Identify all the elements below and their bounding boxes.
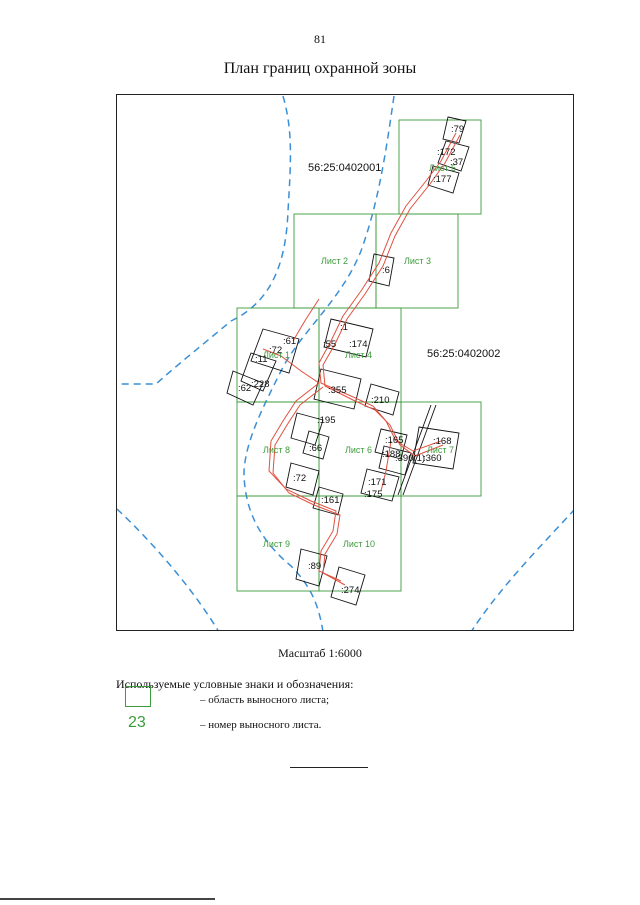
parcel-outline [312, 486, 344, 516]
sheet-label-6: Лист 6 [345, 445, 372, 455]
parcel-label: :61 [283, 336, 296, 347]
parcel-outline [360, 468, 400, 502]
parcel-outline [437, 140, 470, 172]
protection-zone-route [292, 298, 320, 342]
parcel-label: :72 [293, 473, 306, 484]
quarter-boundary-line [243, 95, 395, 630]
quarter-boundary-line [117, 508, 219, 630]
parcel-label: :66 [309, 443, 322, 454]
parcel-outline [412, 426, 460, 470]
legend-title: Используемые условные знаки и обозначени… [116, 677, 354, 691]
sheet-label-5: Лист 5 [429, 163, 456, 173]
parcel-outline [290, 412, 324, 446]
sheet-label-4: Лист 4 [345, 350, 372, 360]
parcel-outline [285, 462, 320, 496]
legend-sheet-area-swatch [125, 686, 151, 707]
quarter-boundaries [117, 95, 573, 630]
scale-label: Масштаб 1:6000 [278, 646, 362, 660]
parcel-label: :165 [385, 435, 404, 446]
parcel-outlines [226, 116, 470, 606]
map-frame: 56:25:0402001 56:25:0402002 Лист 5 Лист … [116, 94, 574, 631]
sheet-label-2: Лист 2 [321, 256, 348, 266]
legend-sheet-area-text: – область выносного листа; [200, 694, 330, 706]
parcel-label: :172 [437, 147, 456, 158]
parcel-label: :390(1) [395, 453, 425, 464]
protection-zone-route [380, 440, 392, 492]
protection-zone-route [272, 386, 346, 586]
parcel-outline [427, 165, 460, 194]
parcel-outline [240, 352, 277, 392]
footer-rule [0, 898, 215, 900]
sheet-label-10: Лист 10 [343, 539, 375, 549]
protection-zone-route [262, 348, 320, 384]
sheet-label-7: Лист 7 [427, 445, 454, 455]
signature-line [290, 767, 368, 768]
parcel-label: :55 [323, 339, 336, 350]
parcel-label: :188 [382, 449, 401, 460]
parcel-label: :210 [371, 395, 390, 406]
map-canvas: 56:25:0402001 56:25:0402002 Лист 5 Лист … [117, 95, 573, 630]
parcel-label: :11 [255, 354, 268, 365]
quarter-label: 56:25:0402001 [308, 162, 381, 174]
parcel-label: :161 [321, 495, 340, 506]
parcel-label: :72 [269, 345, 282, 356]
parcel-outline [302, 430, 330, 460]
sheet-label-8: Лист 8 [263, 445, 290, 455]
protection-zone-route [322, 134, 461, 457]
parcel-label: :6 [382, 265, 390, 276]
sheet-label-3: Лист 3 [404, 256, 431, 266]
parcel-outline [402, 404, 437, 496]
protection-zone-route [268, 382, 342, 582]
parcel-outline [368, 253, 395, 287]
parcel-outline [323, 318, 374, 358]
sheet-label-9: Лист 9 [263, 539, 290, 549]
protection-zone-route [318, 132, 457, 452]
parcel-label: :355 [328, 385, 347, 396]
parcel-outline [313, 368, 362, 410]
parcel-label: :175 [364, 489, 383, 500]
parcel-outline [226, 370, 264, 406]
parcel-label: :360 [423, 453, 442, 464]
parcel-label: :177 [433, 174, 452, 185]
protection-zone [262, 132, 461, 586]
parcel-label: :89 [308, 561, 321, 572]
parcel-label: :195 [317, 415, 336, 426]
quarter-label: 56:25:0402002 [427, 348, 500, 360]
sheet-frame-3 [375, 213, 459, 309]
parcel-label: :79 [451, 124, 464, 135]
parcel-outline [330, 566, 366, 606]
sheet-label-1: Лист 1 [263, 350, 290, 360]
parcel-label: :168 [433, 436, 452, 447]
quarter-boundary-line [117, 95, 292, 385]
parcel-label: :174 [349, 339, 368, 350]
legend-sheet-number-text: – номер выносного листа. [200, 719, 322, 731]
sheet-frame-7 [400, 401, 482, 497]
quarter-boundary-line [471, 510, 573, 630]
parcel-label: :228 [251, 379, 270, 390]
parcel-label: :1 [340, 322, 348, 333]
parcel-label: :62 [238, 383, 251, 394]
parcel-outline [364, 383, 400, 416]
parcel-label: :37 [450, 157, 463, 168]
page-number: 81 [314, 32, 326, 46]
parcel-outline [374, 428, 408, 460]
parcel-outline [295, 548, 328, 587]
plan-title: План границ охранной зоны [223, 60, 417, 77]
parcel-outline [250, 328, 300, 374]
parcel-label: :171 [368, 477, 387, 488]
parcel-outline [442, 116, 467, 144]
legend-sheet-number-sample: 23 [128, 714, 146, 731]
parcel-label: :274 [341, 585, 360, 596]
